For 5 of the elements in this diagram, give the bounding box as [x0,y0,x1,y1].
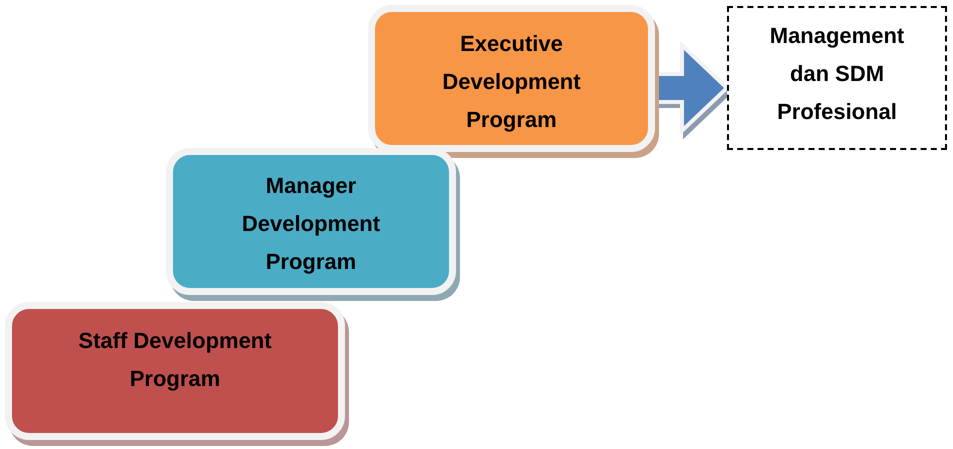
dashed-box [727,6,947,150]
box-label: Staff Development Program [77,327,273,393]
box-label: Manager Development Program [240,172,382,276]
box-label: Management dan SDM Profesional [768,22,906,126]
box-label: Executive Development Program [441,30,582,134]
